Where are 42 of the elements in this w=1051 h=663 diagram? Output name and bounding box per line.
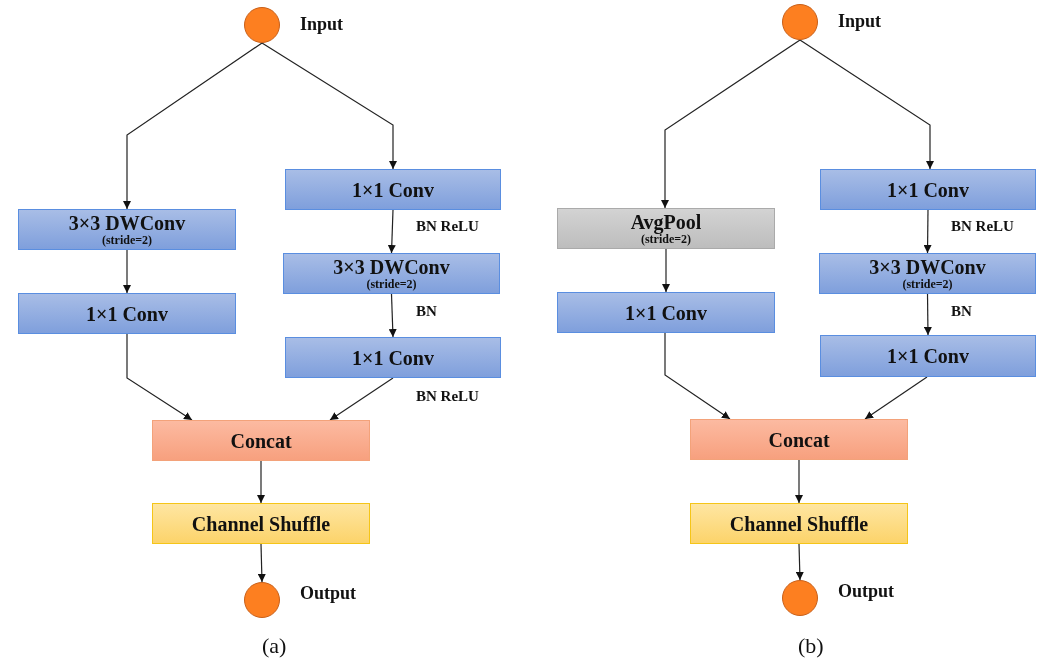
layer-box: Channel Shuffle	[690, 503, 908, 544]
layer-box: Concat	[152, 420, 370, 461]
node-caption: Input	[300, 14, 344, 35]
layer-box: 1×1 Conv	[285, 169, 501, 210]
arrow	[662, 248, 670, 293]
arrow	[923, 209, 932, 254]
layer-box: Concat	[690, 419, 908, 460]
arrow	[329, 377, 394, 421]
layer-box: 1×1 Conv	[285, 337, 501, 378]
arrow	[261, 42, 397, 170]
circle-node	[244, 7, 280, 43]
arrow	[126, 333, 193, 421]
node-caption: Output	[300, 583, 357, 604]
layer-box: 1×1 Conv	[557, 292, 775, 333]
layer-box: 1×1 Conv	[820, 335, 1036, 377]
arrow	[388, 293, 397, 338]
arrow	[923, 293, 932, 336]
layer-box: Channel Shuffle	[152, 503, 370, 544]
arrow	[795, 543, 804, 581]
arrow	[123, 249, 131, 294]
arrow	[864, 376, 928, 420]
layer-box: 3×3 DWConv (stride=2)	[283, 253, 500, 294]
circle-node	[782, 4, 818, 40]
arrow	[664, 332, 731, 420]
arrow	[799, 39, 934, 170]
layer-box: 1×1 Conv	[820, 169, 1036, 210]
circle-node	[244, 582, 280, 618]
layer-box: 3×3 DWConv (stride=2)	[18, 209, 236, 250]
arrow	[257, 543, 266, 583]
arrow	[387, 209, 396, 254]
node-caption: Output	[838, 581, 895, 602]
arrow	[257, 460, 265, 504]
panel-label: (a)	[262, 633, 287, 659]
arrow	[123, 42, 263, 210]
pooling-layer-box: AvgPool (stride=2)	[557, 208, 775, 249]
layer-box: 1×1 Conv	[18, 293, 236, 334]
node-caption: Input	[838, 11, 882, 32]
arrow	[795, 459, 803, 504]
panel-label: (b)	[798, 633, 824, 659]
layer-box: 3×3 DWConv (stride=2)	[819, 253, 1036, 294]
arrow	[661, 39, 801, 209]
circle-node	[782, 580, 818, 616]
